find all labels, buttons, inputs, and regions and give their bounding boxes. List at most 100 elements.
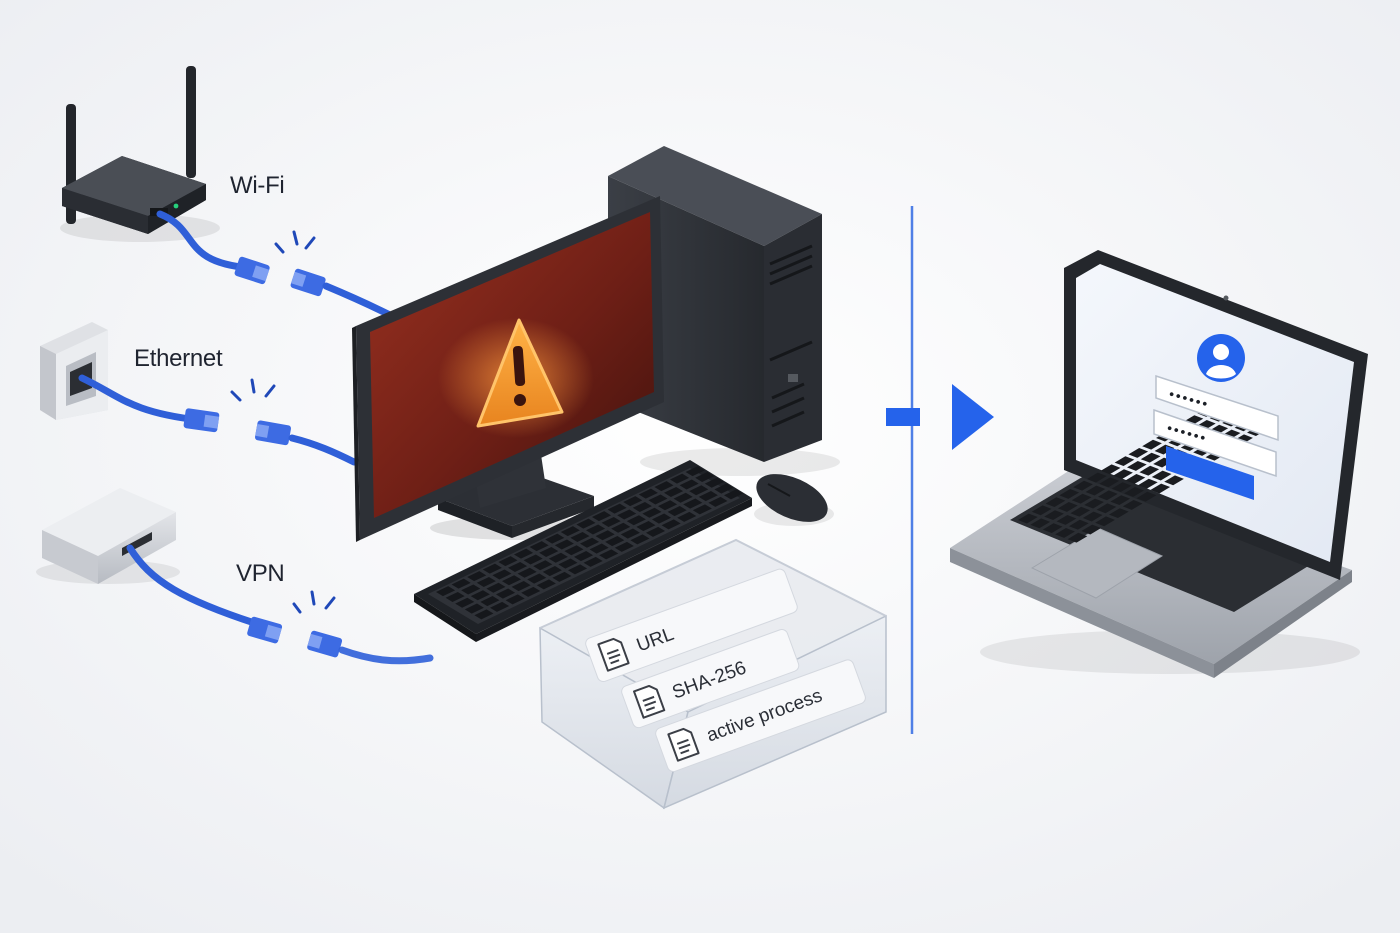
key (646, 526, 666, 537)
key (1056, 515, 1077, 525)
key (592, 511, 612, 522)
key (464, 603, 484, 614)
login-button[interactable] (1166, 446, 1254, 500)
key (677, 511, 697, 522)
key (527, 573, 547, 584)
disconnect-spark-icon (230, 378, 276, 402)
ethernet-label: Ethernet (134, 345, 223, 372)
key (482, 563, 502, 574)
disconnect-spark-icon (274, 230, 316, 254)
key (523, 554, 543, 565)
key (498, 556, 518, 567)
key (1111, 482, 1132, 493)
key (1139, 465, 1160, 476)
key (1018, 513, 1038, 524)
key (661, 519, 681, 530)
key (589, 543, 609, 554)
key (1067, 532, 1088, 543)
key (611, 522, 631, 533)
key (574, 551, 594, 562)
key (679, 479, 699, 490)
key (1125, 474, 1146, 484)
key (1082, 511, 1103, 522)
key (580, 537, 600, 548)
key (470, 590, 490, 601)
tag-url: URL (585, 568, 798, 683)
key (558, 558, 578, 569)
key (670, 473, 690, 484)
key (490, 601, 510, 612)
key (542, 566, 562, 577)
rj45-plug-icon (307, 630, 343, 658)
key (1122, 500, 1143, 510)
key (1128, 448, 1149, 458)
tag-active-process: active process (655, 659, 866, 773)
key (704, 477, 724, 488)
key (595, 530, 615, 541)
key (496, 588, 516, 599)
key (1140, 452, 1161, 463)
key (445, 591, 465, 602)
vpn-appliance (36, 488, 180, 584)
key (554, 539, 574, 550)
key (620, 528, 640, 539)
key (1136, 491, 1157, 502)
vpn-cable (126, 544, 434, 665)
key (1150, 483, 1171, 494)
key (1113, 469, 1133, 480)
key (533, 560, 553, 571)
key (714, 483, 734, 494)
key (1154, 444, 1175, 455)
key (1095, 516, 1115, 527)
wifi-label: Wi-Fi (230, 172, 284, 199)
disconnect-spark-icon (292, 590, 336, 614)
rj45-plug-icon (255, 420, 292, 446)
key (1114, 456, 1135, 467)
document-icon (667, 727, 700, 762)
key (1124, 487, 1144, 497)
key (568, 564, 588, 575)
key (1084, 498, 1104, 509)
key (1100, 464, 1121, 475)
key (654, 481, 674, 492)
password-field[interactable] (1153, 408, 1277, 478)
key (652, 513, 672, 524)
key (601, 516, 621, 527)
key (695, 471, 715, 482)
key (486, 582, 506, 593)
key (623, 496, 643, 507)
key (511, 581, 531, 592)
key (461, 584, 481, 595)
key (1085, 485, 1106, 496)
key (607, 503, 627, 514)
key (638, 488, 658, 499)
key (632, 501, 652, 512)
ethernet-cable (78, 374, 358, 466)
key (1096, 503, 1117, 514)
key (1069, 519, 1089, 530)
username-field[interactable] (1155, 374, 1279, 442)
key (586, 524, 606, 535)
key (545, 533, 565, 544)
rj45-plug-icon (290, 268, 326, 297)
key (1151, 470, 1172, 481)
key (664, 486, 684, 497)
key (583, 556, 603, 567)
key (480, 596, 500, 607)
key (436, 586, 456, 597)
key (521, 586, 541, 597)
warning-triangle-icon (476, 318, 564, 428)
key (1030, 518, 1051, 529)
mouse (754, 474, 834, 526)
rj45-plug-icon (183, 408, 220, 433)
key (1164, 475, 1184, 486)
key (658, 500, 678, 511)
key (476, 576, 496, 587)
key (698, 491, 718, 502)
key (570, 531, 590, 542)
arrow-right-icon (886, 384, 994, 450)
key (492, 569, 512, 580)
key (636, 521, 656, 532)
key (455, 597, 475, 608)
